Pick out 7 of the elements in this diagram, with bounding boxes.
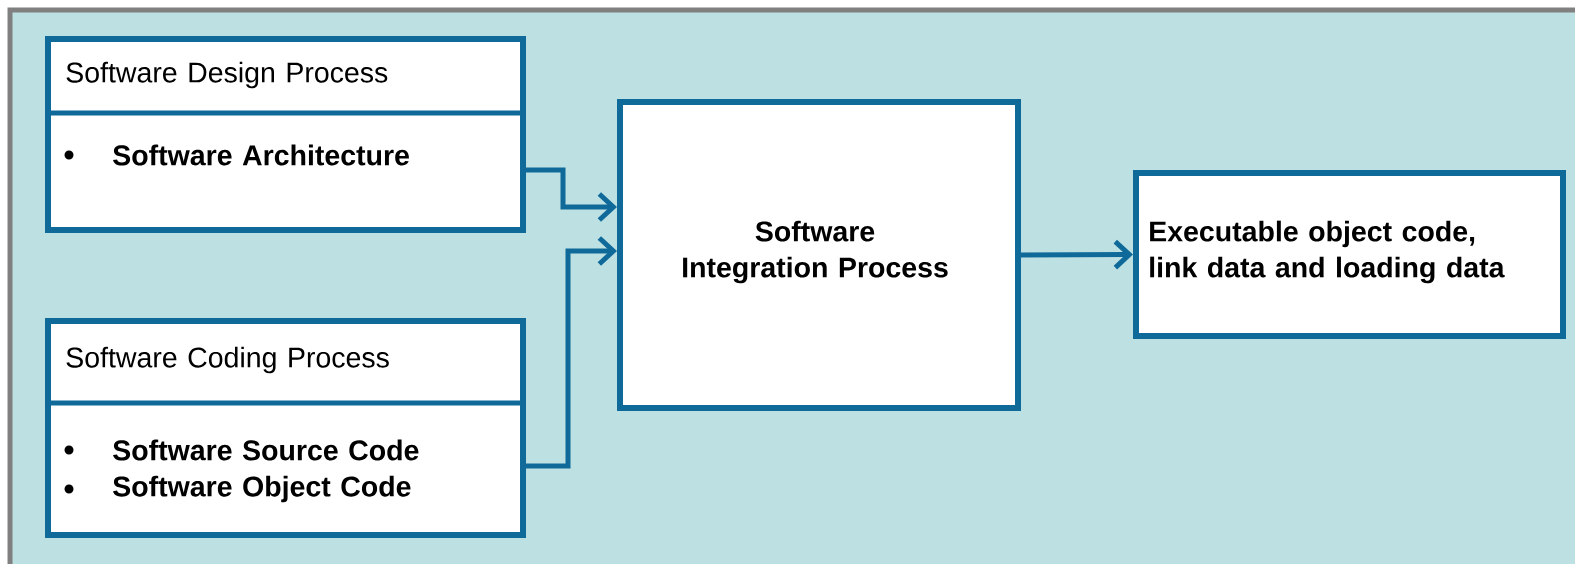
arrow [526,236,617,469]
process-box: Software Integration Process [617,99,1021,411]
process-box: Software Design Process Software Architecture [45,36,526,233]
arrow [1021,239,1133,270]
arrow [526,167,617,222]
process-box: Software Coding Process Software Source Code Software Object Code [45,318,526,538]
process-box: Executable object code, link data and loading data [1133,170,1566,339]
